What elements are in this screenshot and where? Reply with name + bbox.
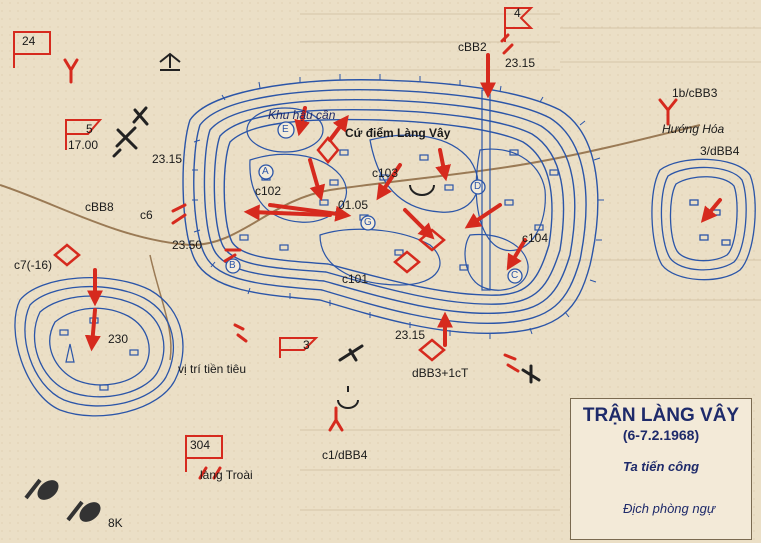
label-lang-troai: làng Troài — [200, 468, 253, 482]
label-c104: c104 — [522, 231, 549, 245]
attack-arrow-icon — [294, 106, 310, 137]
label-cu-diem: Cứ điểm Làng Vây — [345, 126, 451, 140]
label-c1-dBB4: c1/dBB4 — [322, 448, 368, 462]
label-1b-cBB3: 1b/cBB3 — [672, 86, 718, 100]
label-time-2315-c: 23.15 — [395, 328, 426, 342]
assault-diamonds — [53, 136, 446, 362]
label-time-2315-b: 23.15 — [152, 152, 183, 166]
legend-dates: (6-7.2.1968) — [622, 427, 700, 443]
point-E: E — [282, 124, 289, 135]
attack-arrow-icon — [328, 114, 349, 142]
label-8k: 8K — [108, 516, 123, 530]
label-khu-hau-can: Khu hậu cần — [268, 108, 336, 122]
mortar-icon — [409, 184, 435, 196]
point-C: C — [511, 270, 519, 281]
attack-arrow-icon — [435, 148, 451, 182]
artillery-icon — [521, 364, 541, 384]
map-legend: TRẬN LÀNG VÂY (6-7.2.1968) Ta tiến công … — [570, 398, 752, 540]
label-time-1700: 17.00 — [68, 138, 99, 152]
road-south — [149, 254, 172, 361]
unit-flags — [13, 7, 534, 472]
label-num-5: 5 — [86, 122, 93, 136]
helicopter-icon — [159, 52, 181, 71]
label-num-3: 3 — [303, 338, 310, 352]
point-D: D — [474, 181, 482, 192]
label-c101: c101 — [342, 272, 369, 286]
label-cBB2: cBB2 — [458, 40, 487, 54]
road-huong-hoa — [0, 124, 701, 247]
label-num-304: 304 — [190, 438, 211, 452]
flag-icon — [13, 31, 51, 68]
point-A: A — [262, 166, 269, 177]
mortar-icon — [337, 386, 359, 409]
attack-arrow-icon — [506, 238, 527, 271]
label-time-2350: 23.50 — [172, 238, 203, 252]
tank-icon — [79, 502, 101, 522]
attack-arrow-icon — [84, 308, 101, 352]
label-huong-hoa: Hướng Hóa — [662, 122, 725, 136]
attack-arrow-icon — [243, 204, 332, 221]
stronghold-hatches — [192, 74, 604, 339]
flag-icon — [279, 337, 319, 358]
legend-attack-label: Ta tiến công — [623, 459, 700, 474]
artillery-icon — [132, 106, 149, 126]
artillery-marks — [112, 106, 541, 384]
label-c102: c102 — [255, 184, 282, 198]
firing-positions — [63, 33, 678, 480]
label-vi-tri-tien-tieu: vị trí tiền tiêu — [178, 362, 247, 376]
legend-defense-label: Địch phòng ngự — [623, 501, 716, 516]
label-time-0105: 01.05 — [338, 198, 369, 212]
label-num-4: 4 — [514, 6, 521, 20]
attack-arrow-icon — [403, 208, 435, 240]
label-c103: c103 — [372, 166, 399, 180]
post-3-dBB4 — [651, 158, 756, 281]
label-dBB3-1cT: dBB3+1cT — [412, 366, 469, 380]
point-G: G — [364, 217, 372, 228]
attack-arrow-icon — [268, 203, 352, 222]
tank-icon — [37, 480, 59, 500]
flag-icon — [185, 435, 223, 472]
label-c6: c6 — [140, 208, 153, 222]
attack-arrow-icon — [308, 158, 326, 202]
tank-marks — [24, 478, 101, 522]
outpost-perimeter — [14, 277, 184, 417]
label-3-dBB4: 3/dBB4 — [700, 144, 740, 158]
attack-arrow-icon — [464, 203, 502, 229]
label-height-230: 230 — [108, 332, 129, 346]
outpost-bunkers — [59, 317, 139, 391]
point-B: B — [229, 260, 236, 271]
attack-arrows — [84, 53, 722, 352]
artillery-icon — [112, 126, 138, 158]
attack-arrow-icon — [376, 163, 402, 201]
label-cBB8: cBB8 — [85, 200, 114, 214]
flag-icon — [65, 119, 103, 150]
label-time-2315-a: 23.15 — [505, 56, 536, 70]
attack-arrow-icon — [700, 198, 722, 223]
label-num-24: 24 — [22, 34, 36, 48]
enemy-symbols — [159, 52, 435, 409]
label-c7: c7(-16) — [14, 258, 53, 272]
main-stronghold-perimeter — [182, 79, 599, 335]
artillery-icon — [338, 344, 364, 362]
legend-title: TRẬN LÀNG VÂY — [582, 405, 740, 426]
